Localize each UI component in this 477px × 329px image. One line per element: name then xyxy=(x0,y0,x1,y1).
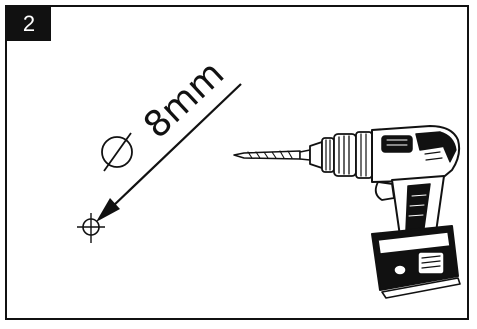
crosshair-target-icon xyxy=(77,213,105,243)
drill-trigger xyxy=(374,181,395,201)
diameter-symbol-icon xyxy=(101,132,133,172)
drill-chuck xyxy=(309,131,373,179)
drill-battery xyxy=(371,225,461,299)
cordless-drill-icon xyxy=(233,125,461,299)
dimension-arrow xyxy=(96,83,242,222)
step-number-badge: 2 xyxy=(7,7,51,41)
diameter-label: 8mm xyxy=(136,53,232,146)
drill-bit xyxy=(233,149,311,161)
drill-body xyxy=(371,125,461,183)
